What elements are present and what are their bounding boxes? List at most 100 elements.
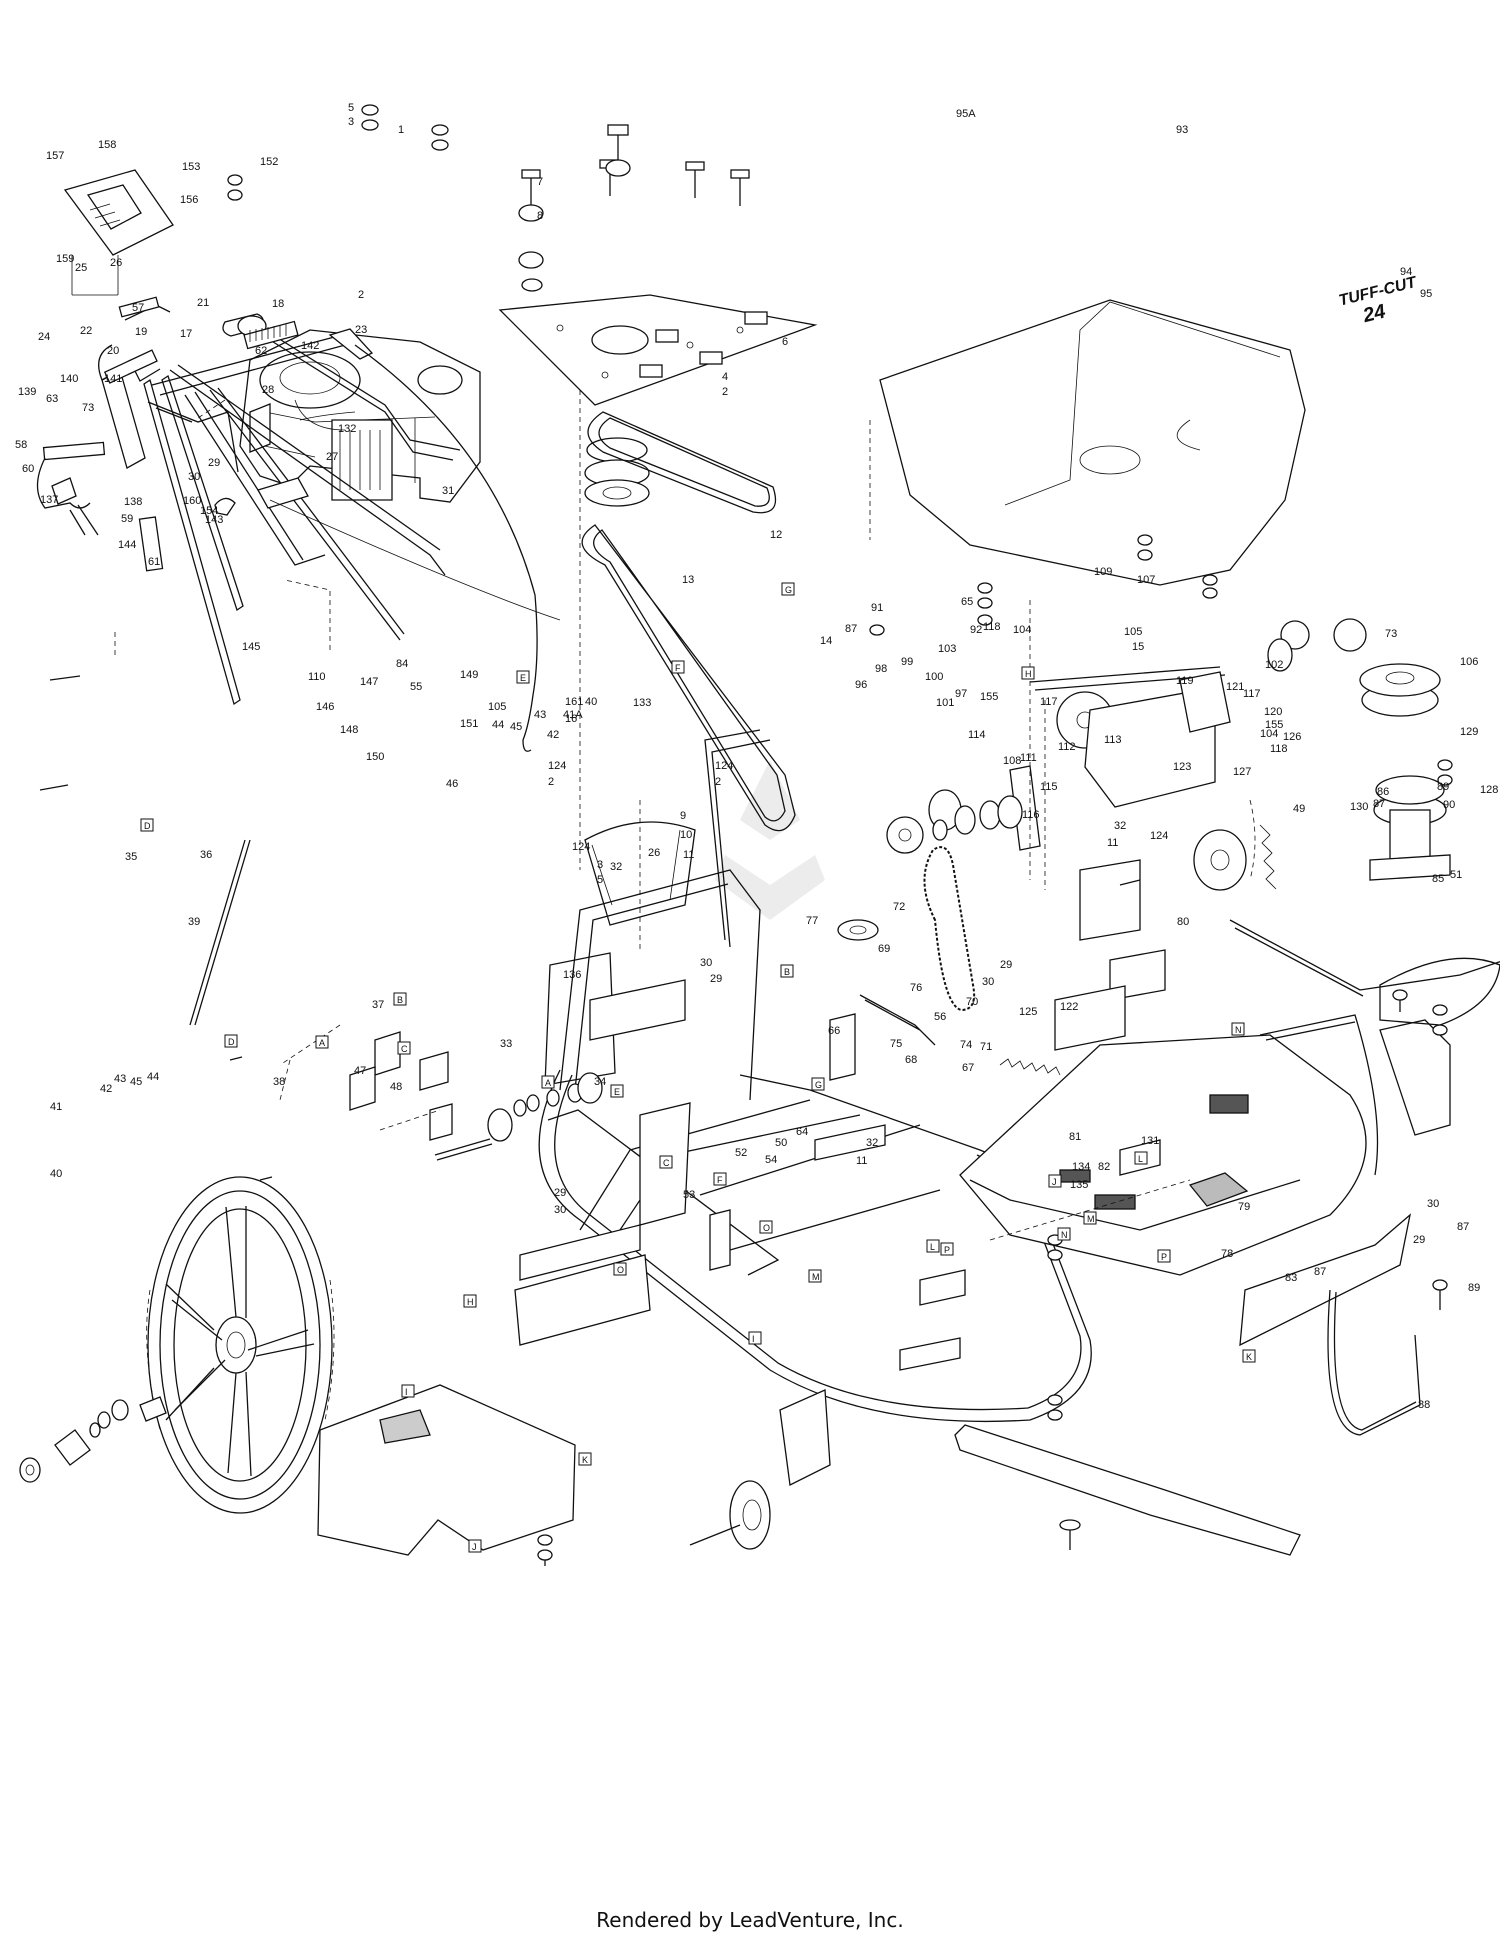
callout-81: 81 (1069, 1131, 1081, 1143)
callout-5: 5 (597, 874, 603, 886)
callout-98: 98 (875, 663, 887, 675)
callout-122: 122 (1060, 1001, 1078, 1013)
callout-23: 23 (355, 324, 367, 336)
ref-letter: M (812, 1272, 820, 1282)
callout-14: 14 (820, 635, 832, 647)
callout-52: 52 (735, 1147, 747, 1159)
callout-68: 68 (905, 1054, 917, 1066)
ref-tag-I: I (401, 1384, 415, 1398)
callout-32: 32 (1114, 820, 1126, 832)
callout-44: 44 (147, 1071, 159, 1083)
throttle-control (257, 477, 309, 509)
ref-tag-P: P (1157, 1249, 1171, 1263)
callout-3: 3 (348, 116, 354, 128)
callout-32: 32 (610, 861, 622, 873)
callout-121: 121 (1226, 681, 1244, 693)
callout-3: 3 (597, 859, 603, 871)
callout-154: 154 (200, 505, 218, 517)
callout-47: 47 (354, 1065, 366, 1077)
drive-belt-upper (587, 411, 777, 514)
callout-100: 100 (925, 671, 943, 683)
callout-97: 97 (955, 688, 967, 700)
callout-85: 85 (1432, 873, 1444, 885)
callout-41: 41 (50, 1101, 62, 1113)
callout-60: 60 (22, 463, 34, 475)
bolts-top (518, 124, 750, 292)
callout-54: 54 (765, 1154, 777, 1166)
callout-21: 21 (197, 297, 209, 309)
callout-66: 66 (828, 1025, 840, 1037)
callout-155: 155 (1265, 719, 1283, 731)
ref-tag-H: H (1021, 666, 1035, 680)
callout-113: 113 (1104, 734, 1122, 746)
fasteners (39, 104, 1453, 1566)
control-panel (63, 169, 174, 296)
callout-88: 88 (1418, 1399, 1430, 1411)
handle-grips (42, 320, 299, 572)
callout-140: 140 (60, 373, 78, 385)
callout-26: 26 (110, 257, 122, 269)
callout-120: 120 (1264, 706, 1282, 718)
mower-deck (959, 1034, 1367, 1276)
callout-45: 45 (510, 721, 522, 733)
callout-114: 114 (968, 729, 986, 741)
ref-letter: A (545, 1078, 551, 1088)
callout-41A: 41A (563, 709, 583, 721)
ref-letter: J (472, 1542, 477, 1552)
tension-spring (1259, 824, 1277, 890)
callout-87: 87 (1457, 1221, 1469, 1233)
ref-tag-N: N (1057, 1227, 1071, 1241)
ref-letter: E (520, 673, 526, 683)
callout-20: 20 (107, 345, 119, 357)
callout-126: 126 (1283, 731, 1301, 743)
ref-letter: M (1087, 1214, 1095, 1224)
ref-tag-M: M (808, 1269, 822, 1283)
callout-124: 124 (1150, 830, 1168, 842)
callout-82: 82 (1098, 1161, 1110, 1173)
ref-tag-L: L (926, 1239, 940, 1253)
ref-tag-P: P (940, 1242, 954, 1256)
footer-credit: Rendered by LeadVenture, Inc. (596, 1908, 904, 1932)
deck-skirt-front (1239, 1213, 1412, 1347)
bail-lever (328, 328, 374, 360)
callout-1: 1 (398, 124, 404, 136)
ref-letter: G (815, 1080, 822, 1090)
watermark-logo (715, 760, 825, 920)
deck-rail (1259, 1014, 1379, 1176)
callout-144: 144 (118, 539, 136, 551)
callout-5: 5 (348, 102, 354, 114)
callout-42: 42 (547, 729, 559, 741)
ref-letter: N (1235, 1025, 1242, 1035)
callout-118: 118 (983, 621, 1001, 633)
callout-71: 71 (980, 1041, 992, 1053)
callout-118: 118 (1270, 743, 1288, 755)
ref-letter: B (784, 967, 790, 977)
axle-hardware (434, 1072, 603, 1161)
callout-43: 43 (114, 1073, 126, 1085)
callout-32: 32 (866, 1137, 878, 1149)
height-adjuster (279, 1031, 453, 1141)
ref-letter: P (944, 1245, 950, 1255)
callout-99: 99 (901, 656, 913, 668)
ref-tag-J: J (468, 1539, 482, 1553)
callout-27: 27 (326, 451, 338, 463)
callout-152: 152 (260, 156, 278, 168)
deck-bracket (1379, 1019, 1451, 1136)
ref-tag-A: A (315, 1035, 329, 1049)
callout-136: 136 (563, 969, 581, 981)
callout-103: 103 (938, 643, 956, 655)
callout-12: 12 (770, 529, 782, 541)
callout-108: 108 (1003, 755, 1021, 767)
callout-25: 25 (75, 262, 87, 274)
callout-124: 124 (548, 760, 566, 772)
callout-62: 62 (255, 345, 267, 357)
ref-tag-B: B (393, 992, 407, 1006)
callout-69: 69 (878, 943, 890, 955)
callout-84: 84 (396, 658, 408, 670)
trim-plate (519, 1224, 641, 1281)
callout-146: 146 (316, 701, 334, 713)
callout-161: 161 (565, 696, 583, 708)
callout-112: 112 (1058, 741, 1076, 753)
